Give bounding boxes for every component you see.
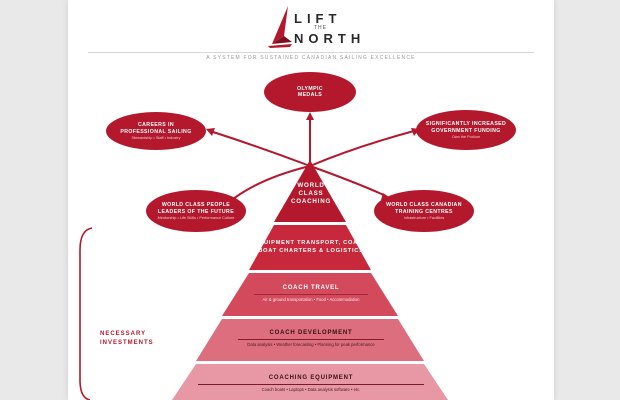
logo-word-lift: LIFT	[294, 11, 342, 26]
apex-text: WORLD CLASS COACHING	[291, 182, 332, 205]
outcome-centres-sub: Infrastructure • Facilities	[403, 216, 445, 220]
document-page: LIFT THE NORTH A SYSTEM FOR SUSTAINED CA…	[68, 0, 554, 400]
tier-3-title: COACH DEVELOPMENT	[269, 330, 353, 336]
tier-4-sub: Coach boats • Laptops • Data analysis so…	[261, 387, 361, 392]
outcome-centres-title: WORLD CLASS CANADIAN TRAINING CENTRES	[386, 202, 462, 215]
outcome-olympic-medals: OLYMPIC MEDALS	[264, 72, 356, 112]
outcome-people: WORLD CLASS PEOPLE LEADERS OF THE FUTURE…	[146, 190, 246, 232]
arrow-funding	[309, 130, 415, 167]
pyramid-diagram	[79, 112, 448, 400]
arrow-careers	[209, 130, 311, 167]
outcome-centres: WORLD CLASS CANADIAN TRAINING CENTRES In…	[374, 190, 474, 232]
arrow-centres	[309, 165, 387, 197]
logo: LIFT THE NORTH	[266, 6, 360, 50]
logo-word-north: NORTH	[294, 31, 366, 46]
outcome-careers: CAREERS IN PROFESSIONAL SAILING Stewards…	[106, 112, 206, 150]
outcome-funding: SIGNIFICANTLY INCREASED GOVERNMENT FUNDI…	[416, 110, 516, 150]
tier-2-sub: Air & ground transportation • Food • Acc…	[262, 297, 360, 302]
pyramid-tier-4	[172, 364, 448, 400]
tier-4-rule	[198, 384, 424, 385]
outcome-careers-sub: Stewardship • Staff • Industry	[131, 136, 181, 140]
tier-1-title: EQUIPMENT TRANSPORT, COACH BOAT CHARTERS…	[254, 240, 368, 254]
pyramid-tier-3	[196, 319, 424, 361]
necessary-investments-label: NECESSARY INVESTMENTS	[100, 330, 160, 348]
tier-3-sub: Data analysis • Weather forecasting • Pl…	[247, 342, 375, 347]
outcome-olympic-title: OLYMPIC MEDALS	[297, 85, 323, 99]
outcome-funding-title: SIGNIFICANTLY INCREASED GOVERNMENT FUNDI…	[425, 121, 507, 134]
sail-icon	[268, 6, 292, 48]
investments-bracket	[79, 227, 93, 400]
logo-word-the: THE	[314, 25, 327, 31]
side-label-text: NECESSARY INVESTMENTS	[100, 331, 154, 346]
outcome-people-sub: Mentorship • Life Skills • Performance C…	[157, 216, 235, 220]
tagline: A SYSTEM FOR SUSTAINED CANADIAN SAILING …	[206, 55, 416, 61]
pyramid-tier-1	[249, 225, 371, 270]
outcome-people-title: WORLD CLASS PEOPLE LEADERS OF THE FUTURE	[157, 202, 235, 215]
tier-4-title: COACHING EQUIPMENT	[268, 375, 354, 381]
tier-2-rule	[254, 294, 368, 295]
tier-1-label: EQUIPMENT TRANSPORT, COACH BOAT CHARTERS…	[68, 240, 554, 255]
header-divider	[88, 52, 534, 53]
outcome-careers-title: CAREERS IN PROFESSIONAL SAILING	[120, 122, 192, 135]
outcome-funding-sub: Own the Podium	[451, 135, 481, 139]
apex-label: WORLD CLASS COACHING	[68, 182, 554, 206]
tier-3-rule	[238, 339, 384, 340]
pyramid-apex	[274, 160, 346, 222]
tier-2-title: COACH TRAVEL	[282, 285, 340, 291]
